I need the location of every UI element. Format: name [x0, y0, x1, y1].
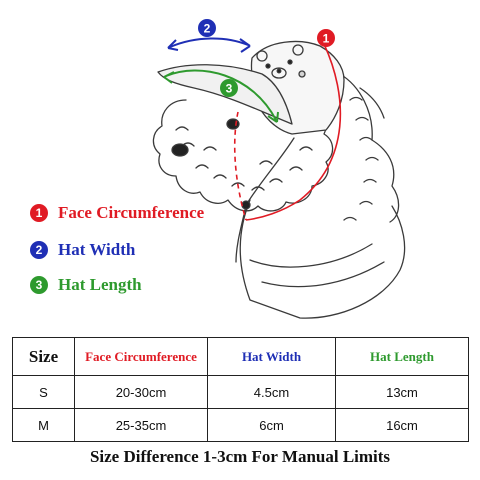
size-table: Size Face Circumference Hat Width Hat Le… — [12, 337, 469, 442]
hat-length-arrow — [165, 69, 277, 121]
strap-toggle — [241, 200, 251, 210]
legend-label-hat-width: Hat Width — [58, 240, 136, 259]
cell-size: M — [12, 408, 75, 442]
dog-eye — [226, 118, 240, 130]
header-hat-width: Hat Width — [207, 337, 336, 376]
bear-ear-right — [292, 44, 304, 56]
chin-strap — [235, 137, 295, 263]
marker-3 — [220, 79, 238, 97]
header-size: Size — [12, 337, 75, 376]
marker-2 — [198, 19, 216, 37]
face-circumference-line — [245, 43, 342, 221]
legend-label-hat-length: Hat Length — [58, 275, 142, 294]
dog-nose — [171, 143, 189, 157]
cell-hat-width: 4.5cm — [207, 375, 336, 409]
table-header-row: Size Face Circumference Hat Width Hat Le… — [12, 337, 469, 376]
hoodie-hood — [339, 73, 400, 223]
legend-hat-length: 3 Hat Length — [30, 273, 230, 297]
legend-number-1: 1 — [30, 204, 48, 222]
bear-ear-left — [256, 50, 268, 62]
cell-hat-width: 6cm — [207, 408, 336, 442]
header-face-circumference: Face Circumference — [74, 337, 208, 376]
legend-hat-width: 2 Hat Width — [30, 238, 230, 262]
legend-face-circumference: 1 Face Circumference — [30, 201, 230, 225]
cell-hat-length: 13cm — [335, 375, 469, 409]
legend-number-2: 2 — [30, 241, 48, 259]
dog-in-cap-illustration: 1 2 3 — [152, 19, 406, 319]
table-row: M 25-35cm 6cm 16cm — [12, 408, 469, 442]
dog-fur-curls — [175, 126, 313, 191]
cap-heart — [298, 70, 306, 78]
cell-hat-length: 16cm — [335, 408, 469, 442]
marker-1 — [317, 29, 335, 47]
cell-size: S — [12, 375, 75, 409]
bear-muzzle — [271, 67, 287, 79]
svg-text:2: 2 — [204, 22, 211, 36]
cell-face-circumference: 25-35cm — [74, 408, 208, 442]
legend-label-face-circumference: Face Circumference — [58, 203, 205, 222]
table-row: S 20-30cm 4.5cm 13cm — [12, 375, 469, 409]
bear-eye-right — [287, 59, 293, 65]
hoodie-outline — [239, 199, 406, 319]
hood-fur-curls — [343, 96, 379, 221]
legend-number-3: 3 — [30, 276, 48, 294]
cell-face-circumference: 20-30cm — [74, 375, 208, 409]
bear-eye-left — [265, 63, 271, 69]
svg-text:3: 3 — [226, 82, 233, 96]
bear-nose — [276, 68, 282, 74]
hat-width-arrow — [169, 37, 249, 48]
footer-note: Size Difference 1-3cm For Manual Limits — [89, 447, 391, 466]
header-hat-length: Hat Length — [335, 337, 469, 376]
svg-text:1: 1 — [323, 32, 330, 46]
